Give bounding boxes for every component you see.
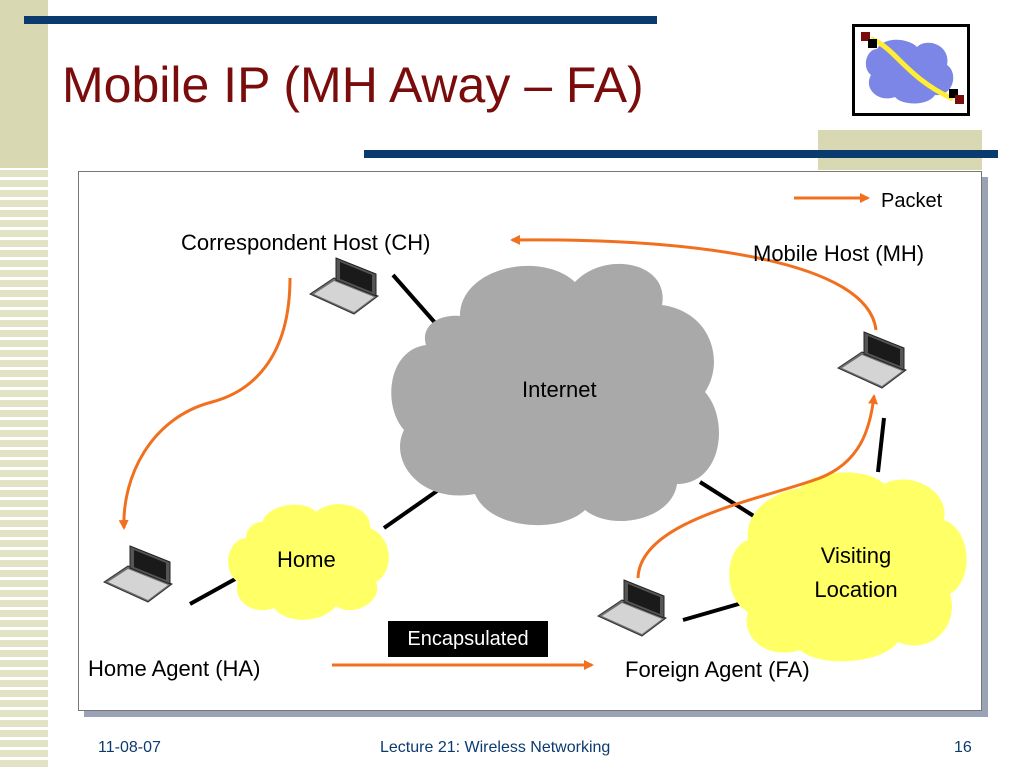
logo-node-top-outer (861, 32, 870, 41)
laptop-icon-mh (836, 331, 908, 389)
footer-page-number: 16 (954, 739, 972, 756)
slide-title: Mobile IP (MH Away – FA) (62, 57, 644, 113)
link-mh-visiting (876, 417, 886, 473)
link-ha-home (189, 576, 238, 606)
mh-label: Mobile Host (MH) (753, 241, 925, 266)
arrow-mh-to-ch (510, 234, 878, 331)
logo-node-bottom-inner (949, 89, 958, 98)
legend-packet-label: Packet (881, 190, 943, 212)
logo-node-bottom-outer (955, 95, 964, 104)
visiting-location-label: Visiting Location (814, 543, 898, 602)
left-stripe-decoration (0, 0, 48, 768)
home-label: Home (277, 547, 336, 572)
visiting-cloud (729, 472, 967, 662)
laptop-icon-fa (596, 579, 668, 637)
top-accent-bar (24, 16, 657, 24)
link-ch-internet (391, 273, 439, 327)
header-accent-bar (364, 150, 998, 158)
arrow-fa-to-mh (636, 394, 879, 579)
link-fa-visiting (682, 601, 743, 622)
laptop-icon-ha (102, 545, 174, 603)
footer-lecture-title: Lecture 21: Wireless Networking (380, 739, 611, 756)
home-cloud (228, 504, 389, 620)
encapsulated-badge: Encapsulated (388, 621, 548, 657)
ha-label: Home Agent (HA) (88, 656, 261, 681)
arrow-ch-to-ha (118, 277, 292, 530)
internet-cloud (391, 263, 719, 526)
ch-label: Correspondent Host (CH) (181, 230, 431, 255)
footer-date: 11-08-07 (98, 739, 161, 756)
internet-label: Internet (522, 377, 597, 402)
left-stripe-solid (0, 0, 48, 168)
network-logo (852, 24, 970, 116)
logo-node-top-inner (868, 39, 877, 48)
link-internet-visiting (698, 480, 762, 522)
fa-label: Foreign Agent (FA) (625, 657, 810, 682)
network-logo-icon (861, 32, 964, 104)
laptop-icon-ch (308, 257, 380, 315)
